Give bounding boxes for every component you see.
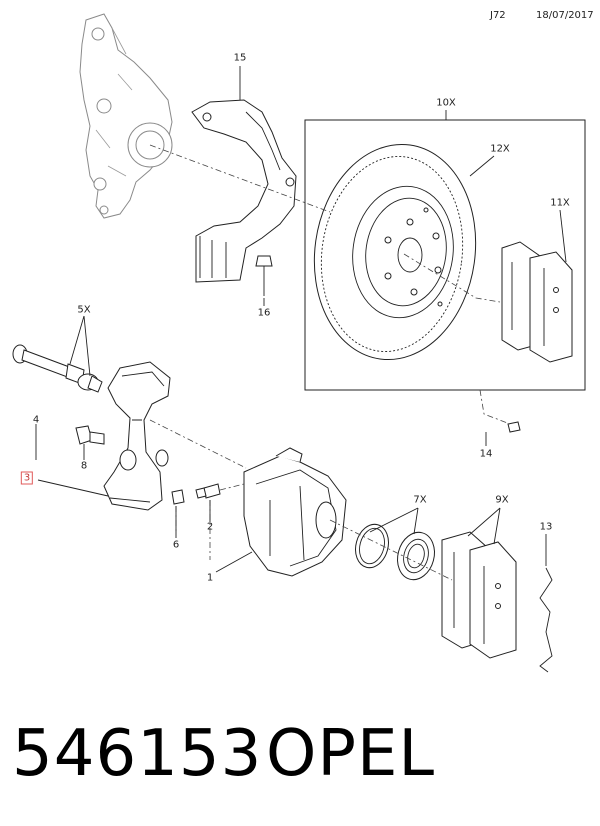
dust-shield — [191, 99, 297, 283]
part-number: 546153 — [12, 717, 263, 791]
kit-10x-box — [304, 119, 586, 391]
screw-14 — [507, 421, 521, 433]
callout-13[interactable]: 13 — [539, 521, 553, 533]
cap-6 — [171, 489, 185, 505]
brand-name: OPEL — [266, 717, 436, 791]
callout-15[interactable]: 15 — [233, 52, 247, 64]
bolt-16 — [255, 255, 273, 296]
bleed-screw — [195, 483, 221, 499]
callout-8[interactable]: 8 — [80, 460, 88, 472]
callout-9x[interactable]: 9X — [495, 494, 509, 506]
callout-16[interactable]: 16 — [257, 307, 271, 319]
leader-lines — [35, 66, 567, 573]
callout-1[interactable]: 1 — [206, 572, 214, 584]
brake-pads-upper — [501, 241, 573, 363]
seal-ring — [355, 523, 389, 569]
callout-2[interactable]: 2 — [206, 521, 214, 533]
bolt-8 — [75, 425, 105, 445]
brake-pads-lower — [441, 531, 517, 659]
caliper-carrier — [103, 361, 171, 511]
guide-pin-assembly — [12, 344, 103, 393]
diagram-date: 18/07/2017 — [536, 10, 594, 21]
callout-6[interactable]: 6 — [172, 539, 180, 551]
callout-12x[interactable]: 12X — [490, 143, 510, 155]
anti-rattle-spring — [539, 567, 553, 673]
steering-knuckle — [79, 13, 173, 219]
diagram-code: J72 — [490, 10, 506, 21]
brake-caliper — [243, 447, 347, 577]
piston-boot — [397, 531, 435, 581]
callout-4[interactable]: 4 — [32, 414, 40, 426]
callout-5x[interactable]: 5X — [77, 304, 91, 316]
callout-3[interactable]: 3 — [20, 471, 34, 485]
callout-14[interactable]: 14 — [479, 448, 493, 460]
callout-7x[interactable]: 7X — [413, 494, 427, 506]
brake-disc — [313, 143, 477, 361]
callout-11x[interactable]: 11X — [550, 197, 570, 209]
callout-10x[interactable]: 10X — [436, 97, 456, 109]
